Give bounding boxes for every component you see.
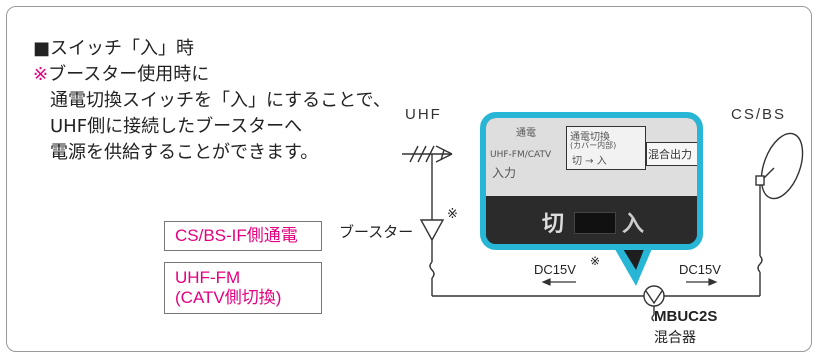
label-mixer: 混合器 xyxy=(654,330,696,346)
csbs-dish-icon xyxy=(755,132,804,200)
box-uhf-fm-line2: (CATV側切換) xyxy=(175,288,282,307)
note-line-1: ※ブースター使用時に xyxy=(33,64,210,85)
dc-arrow-right xyxy=(686,278,718,286)
photo-label-mix-out: 混合出力 xyxy=(648,148,692,161)
label-dc-left: DC15V xyxy=(534,262,576,277)
switch-photo-callout: 通電 UHF-FM/CATV 入力 通電切換 (カバー内部) 切 → 入 混合出… xyxy=(480,112,703,250)
box-csbs-power: CS/BS-IF側通電 xyxy=(164,221,322,251)
heading-switch-on: ■スイッチ「入」時 xyxy=(33,38,195,59)
diagram-frame xyxy=(6,6,812,352)
label-booster: ブースター xyxy=(339,223,414,241)
photo-label-top: 通電 xyxy=(516,128,536,139)
label-uhf: UHF xyxy=(405,106,442,123)
photo-label-input: 入力 xyxy=(492,166,517,180)
booster-icon xyxy=(419,219,445,242)
note-asterisk: ※ xyxy=(33,64,49,85)
photo-switch-off: 切 xyxy=(542,212,565,237)
note-line-3: UHF側に接続したブースターへ xyxy=(50,116,303,137)
dc-arrow-left xyxy=(541,278,576,286)
photo-label-cover: (カバー内部) xyxy=(570,141,617,150)
note-line-2: 通電切換スイッチを「入」にすることで、 xyxy=(50,90,391,111)
box-uhf-fm: UHF-FM (CATV側切換) xyxy=(164,262,322,314)
note-line-4: 電源を供給することができます。 xyxy=(50,142,319,163)
photo-label-uhf: UHF-FM/CATV xyxy=(490,150,552,160)
label-model: MBUC2S xyxy=(654,308,718,325)
label-dc-right: DC15V xyxy=(679,262,721,277)
dc-left-asterisk: ※ xyxy=(590,254,601,268)
box-uhf-fm-line1: UHF-FM xyxy=(175,268,241,287)
mixer-icon xyxy=(643,285,665,322)
photo-switch-on: 入 xyxy=(622,212,645,237)
photo-switch-knob xyxy=(574,212,616,234)
photo-label-switch: 通電切換 xyxy=(570,132,610,143)
uhf-antenna-icon xyxy=(402,145,453,163)
label-csbs: CS/BS xyxy=(731,106,787,123)
booster-asterisk: ※ xyxy=(447,207,458,222)
photo-label-off-on: 切 → 入 xyxy=(572,156,607,167)
